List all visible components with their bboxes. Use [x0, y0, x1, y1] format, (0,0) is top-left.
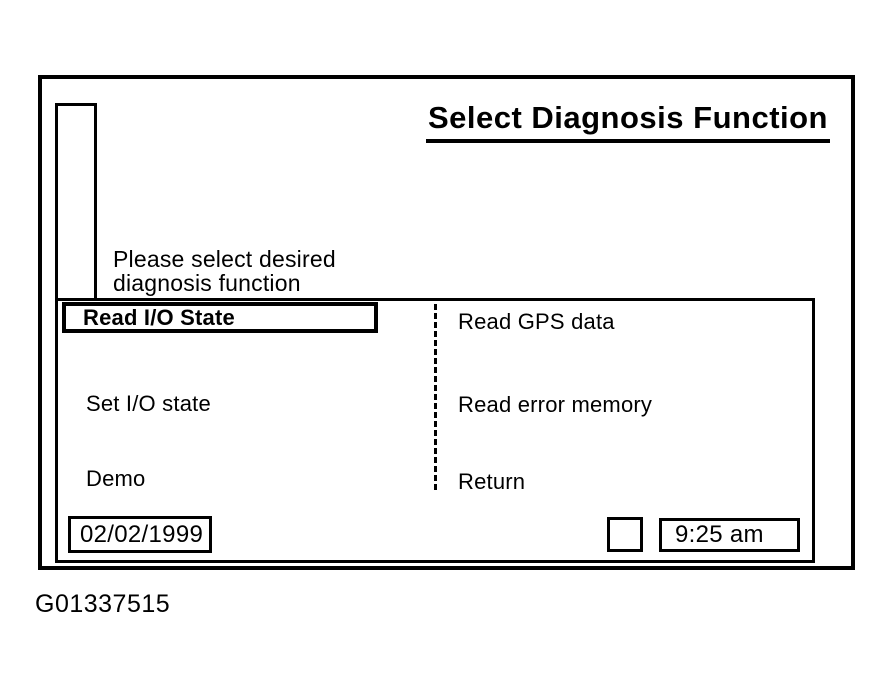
- date-value: 02/02/1999: [80, 520, 204, 548]
- time-box: 9:25 am: [659, 518, 800, 552]
- prompt-line-2: diagnosis function: [113, 270, 301, 296]
- menu-item-set-io-state[interactable]: Set I/O state: [86, 391, 211, 416]
- side-tab-stub: [55, 103, 97, 298]
- menu-item-read-gps-data[interactable]: Read GPS data: [458, 309, 615, 334]
- figure-caption: G01337515: [35, 590, 171, 618]
- prompt-line-1: Please select desired: [113, 246, 336, 272]
- prompt-text: Please select desired diagnosis function: [113, 247, 336, 295]
- time-value: 9:25 am: [675, 521, 764, 548]
- menu-panel: Read I/O State Set I/O state Demo Read G…: [55, 298, 815, 563]
- menu-item-demo[interactable]: Demo: [86, 466, 146, 491]
- page-title: Select Diagnosis Function: [425, 100, 830, 143]
- menu-item-return[interactable]: Return: [458, 469, 526, 494]
- menu-item-read-error-memory[interactable]: Read error memory: [458, 392, 653, 417]
- status-icon-box: [607, 517, 643, 552]
- diagnosis-screen: Select Diagnosis Function Please select …: [38, 75, 855, 570]
- date-box: 02/02/1999: [68, 516, 212, 553]
- menu-item-read-io-state[interactable]: Read I/O State: [62, 302, 378, 333]
- column-divider: [434, 304, 437, 490]
